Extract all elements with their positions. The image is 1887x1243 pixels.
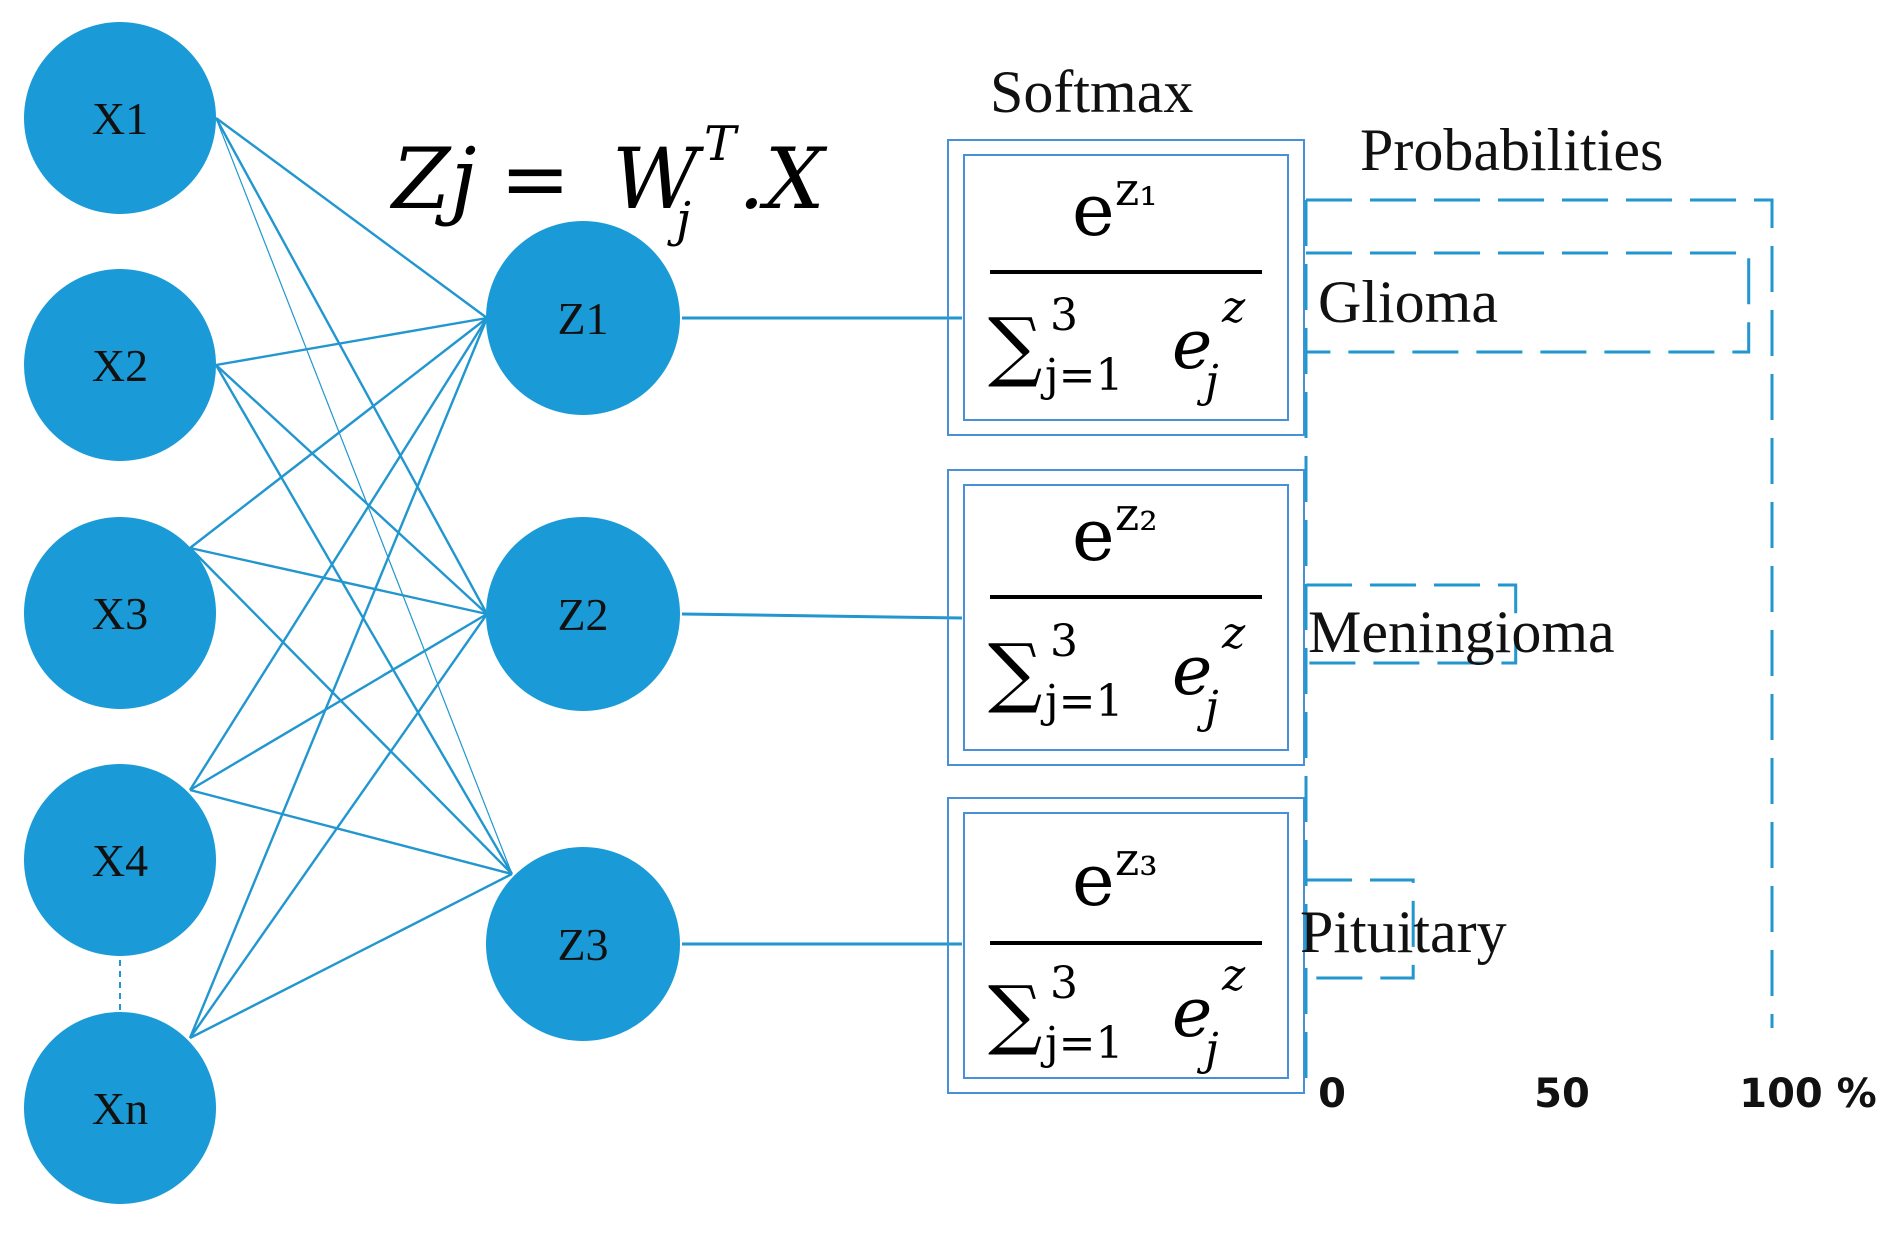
hidden-node-label: Z2 [557,589,608,640]
hidden-node-label: Z3 [557,919,608,970]
numerator-exponent: z₃ [1115,832,1158,886]
class-label-pituitary: Pituitary [1300,899,1507,965]
probabilities-title: Probabilities [1360,117,1663,183]
input-node-label: X1 [92,93,148,144]
numerator-exponent: z₁ [1115,162,1158,216]
network-edge [215,117,488,319]
input-node-x2: X2 [24,269,216,461]
network-edge [214,117,489,615]
hidden-node-label: Z1 [557,293,608,344]
input-node-label: X2 [92,340,148,391]
network-edge [215,316,488,367]
softmax-box-1: e z₁ ∑ 3 j=1 e z j [947,139,1305,436]
equation-rhs: .X [738,130,828,228]
network-edge [189,788,513,876]
equation-weight-superscript: T [704,116,739,172]
hidden-layer: Z1 Z2 Z3 [486,221,680,1041]
sum-upper-limit: 3 [1050,958,1078,1009]
softmax-box-2: e z₂ ∑ 3 j=1 e z j [947,469,1305,766]
input-node-x1: X1 [24,22,216,214]
axis-tick-50: 50 [1534,1071,1590,1117]
denominator-base: e [1172,632,1212,711]
network-edge [189,546,488,616]
denominator-superscript: z [1221,950,1246,1001]
network-edge [189,317,488,549]
sum-symbol: ∑ [988,969,1042,1058]
numerator-base: e [1072,493,1115,577]
equation-equals: = [500,130,570,228]
input-node-label: X4 [92,835,148,886]
sum-symbol: ∑ [988,301,1042,390]
network-edge [189,612,488,792]
equation-lhs: Zj [389,130,476,228]
sum-lower-limit: j=1 [1040,1018,1124,1069]
input-node-x3: X3 [24,517,216,709]
probability-bar-glioma [1306,251,1751,354]
sum-upper-limit: 3 [1050,616,1078,667]
probability-axis: 0 50 100 % [1318,1071,1877,1117]
axis-tick-100: 100 % [1739,1071,1877,1117]
input-node-x4: X4 [24,764,216,956]
probability-bar-pituitary [1306,878,1415,980]
numerator-base: e [1072,838,1115,922]
input-layer: X1 X2 X3 X4 Xn [24,22,216,1204]
input-node-label: Xn [92,1083,148,1134]
input-node-xn: Xn [24,1012,216,1204]
class-labels: Glioma Meningioma Pituitary [1300,269,1615,965]
denominator-base: e [1172,306,1212,385]
sum-symbol: ∑ [988,627,1042,716]
network-edge [215,117,513,875]
network-edge [189,872,513,1040]
sum-upper-limit: 3 [1050,290,1078,341]
softmax-boxes: e z₁ ∑ 3 j=1 e z j e z₂ ∑ 3 j=1 e z j e [947,139,1305,1094]
hidden-node-z3: Z3 [486,847,680,1041]
network-edges [188,117,514,1040]
hidden-node-z1: Z1 [486,221,680,415]
softmax-box-3: e z₃ ∑ 3 j=1 e z j [947,797,1305,1094]
hidden-node-z2: Z2 [486,517,680,711]
network-edge [188,317,489,791]
axis-tick-0: 0 [1318,1071,1346,1117]
network-edge [215,364,488,615]
network-edge [188,317,489,1039]
network-edge [214,364,514,875]
sum-lower-limit: j=1 [1040,676,1124,727]
sum-lower-limit: j=1 [1040,350,1124,401]
denominator-base: e [1172,974,1212,1053]
softmax-connectors [681,316,963,946]
input-node-label: X3 [92,588,148,639]
class-label-meningioma: Meningioma [1308,599,1615,665]
network-edge [189,547,513,875]
numerator-exponent: z₂ [1115,487,1158,541]
denominator-superscript: z [1221,282,1246,333]
probability-bars [1304,198,1774,1090]
softmax-title: Softmax [990,59,1193,125]
probability-bar-meningioma [1306,583,1518,665]
equation: Zj = W T j .X [389,116,828,248]
equation-weight: W [612,130,705,228]
network-edge [189,613,488,1039]
denominator-superscript: z [1221,608,1246,659]
total-probability-bracket [1306,198,1774,1028]
class-label-glioma: Glioma [1318,269,1498,335]
numerator-base: e [1072,168,1115,252]
